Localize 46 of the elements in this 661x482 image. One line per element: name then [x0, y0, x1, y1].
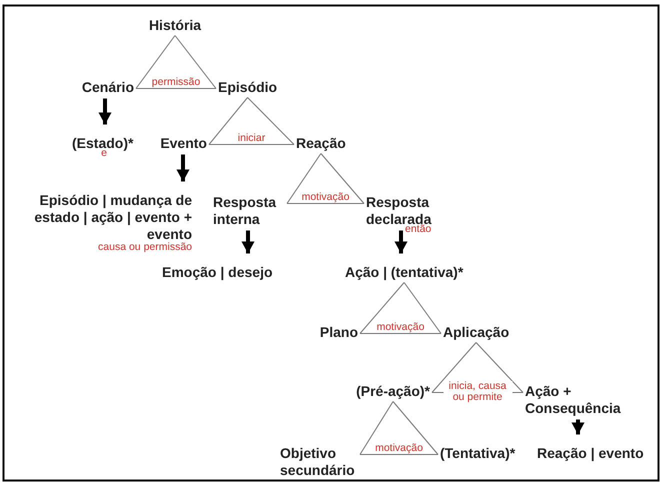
- node-text: Ação | (tentativa)*: [345, 264, 464, 280]
- node-text: (Pré-ação)*: [356, 382, 430, 400]
- edge-label: motivação: [376, 322, 426, 332]
- connector-line: [286, 153, 322, 204]
- connector-line: [247, 97, 294, 145]
- connector-line: [360, 333, 442, 334]
- node-text: Episódio | mudança de estado | ação | evento + evento: [24, 192, 192, 242]
- node-text: Aplicação: [443, 324, 510, 340]
- connector-line: [476, 342, 524, 393]
- node-text: Plano: [320, 324, 358, 340]
- node-text: Objetivo secundário: [280, 444, 358, 478]
- node-text: Ação + Consequência: [525, 382, 633, 416]
- node-text: Reação | evento: [537, 444, 644, 462]
- node-text: Episódio: [218, 78, 278, 96]
- node-text: (Tentativa)*: [440, 444, 516, 462]
- node-text: Reação: [296, 134, 346, 152]
- relation-word: causa ou permissão: [98, 242, 192, 252]
- relation-word: então: [405, 224, 432, 234]
- connector-line: [174, 35, 216, 89]
- node-text: Cenário: [82, 78, 134, 96]
- connector-line: [320, 153, 364, 204]
- connector-line: [136, 35, 176, 89]
- connector-line: [432, 342, 477, 393]
- edge-label: motivação: [374, 442, 424, 454]
- connector-line: [404, 282, 442, 334]
- node-text: Emoção | desejo: [162, 264, 273, 280]
- arrow: [176, 154, 190, 182]
- arrow: [242, 230, 254, 254]
- connector-line: [360, 401, 394, 455]
- connector-line: [208, 97, 248, 145]
- connector-line: [136, 88, 216, 89]
- edge-label: permissão: [150, 76, 202, 88]
- edge-label: motivação: [300, 192, 350, 202]
- connector-line: [208, 144, 294, 145]
- node-text: Evento: [160, 134, 207, 152]
- connector-line: [392, 401, 438, 455]
- connector-line: [360, 282, 405, 334]
- edge-label: iniciar: [236, 132, 266, 144]
- node-text: História: [148, 16, 202, 34]
- connector-line: [360, 454, 438, 455]
- arrow: [572, 420, 584, 434]
- arrow: [394, 230, 408, 254]
- arrow: [98, 98, 112, 124]
- connector-line: [286, 203, 364, 204]
- node-text: Resposta interna: [213, 194, 285, 228]
- edge-label: inicia, causa ou permite: [443, 380, 512, 402]
